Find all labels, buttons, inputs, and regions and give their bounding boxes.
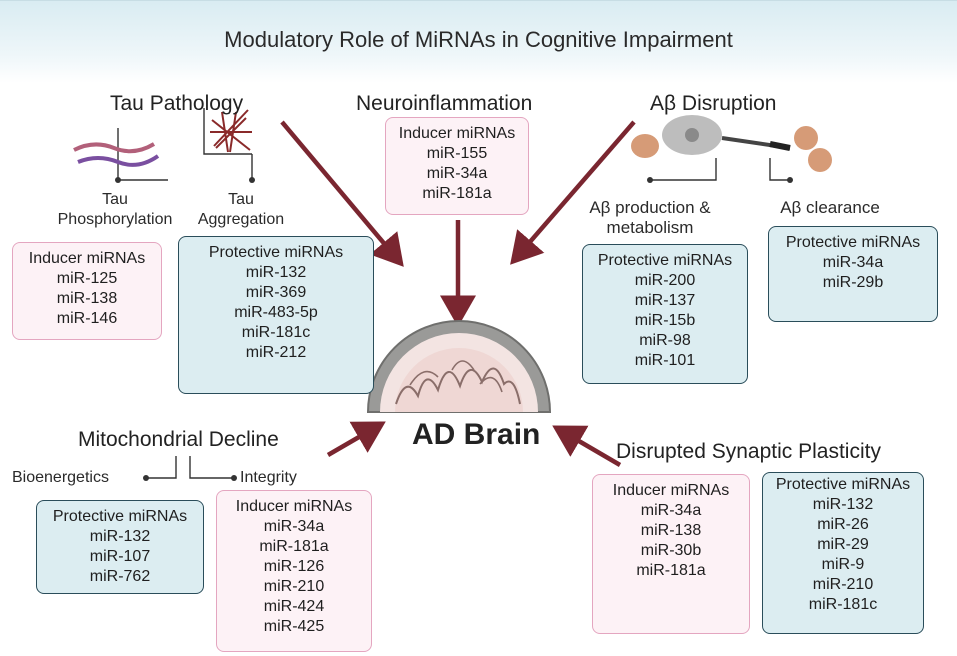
mirna-item: miR-98 xyxy=(639,332,691,349)
mirna-item: miR-424 xyxy=(263,598,325,615)
mito-protective-box: Protective miRNAs miR-132 miR-107 miR-76… xyxy=(36,500,204,594)
arrow-tau xyxy=(280,120,404,267)
mirna-item: miR-29b xyxy=(822,274,884,291)
mirna-item: miR-125 xyxy=(56,270,118,287)
mirna-item: miR-483-5p xyxy=(234,304,318,321)
mitochondrial-decline-title: Mitochondrial Decline xyxy=(78,428,279,451)
abeta-neuron-illustration xyxy=(631,115,832,183)
tau-phosphorylation-illustration xyxy=(73,128,168,183)
mirna-item: miR-30b xyxy=(640,542,702,559)
box-heading: Protective miRNAs xyxy=(785,234,921,251)
box-heading: Protective miRNAs xyxy=(775,476,911,493)
mirna-item: miR-34a xyxy=(263,518,325,535)
diagram-title: Modulatory Role of MiRNAs in Cognitive I… xyxy=(224,27,733,52)
title-banner xyxy=(0,0,957,83)
box-heading: Protective miRNAs xyxy=(52,508,188,525)
bioenergetics-label: Bioenergetics xyxy=(12,469,109,486)
mirna-item: miR-212 xyxy=(245,344,307,361)
mirna-item: miR-126 xyxy=(263,558,325,575)
tau-aggregation-label: Tau Aggregation xyxy=(186,190,296,230)
synaptic-inducer-box: Inducer miRNAs miR-34a miR-138 miR-30b m… xyxy=(592,474,750,634)
neuroinflammation-title: Neuroinflammation xyxy=(356,92,533,115)
mirna-item: miR-138 xyxy=(56,290,118,307)
box-heading: Inducer miRNAs xyxy=(28,250,146,267)
integrity-label: Integrity xyxy=(240,469,297,486)
mirna-item: miR-210 xyxy=(263,578,325,595)
mirna-item: miR-181a xyxy=(636,562,706,579)
mirna-item: miR-34a xyxy=(426,165,488,182)
arrow-synaptic xyxy=(552,425,622,467)
mirna-item: miR-26 xyxy=(817,516,869,533)
box-heading: Inducer miRNAs xyxy=(235,498,353,515)
mirna-item: miR-132 xyxy=(245,264,307,281)
mirna-item: miR-107 xyxy=(89,548,151,565)
mirna-item: miR-155 xyxy=(426,145,488,162)
mirna-item: miR-181a xyxy=(259,538,329,555)
mito-connectors xyxy=(143,456,237,481)
mirna-item: miR-181c xyxy=(808,596,878,613)
box-heading: Inducer miRNAs xyxy=(398,125,516,142)
mirna-item: miR-132 xyxy=(89,528,151,545)
mirna-item: miR-101 xyxy=(634,352,696,369)
mirna-item: miR-146 xyxy=(56,310,118,327)
mirna-item: miR-34a xyxy=(822,254,884,271)
synaptic-plasticity-title: Disrupted Synaptic Plasticity xyxy=(616,440,881,463)
mirna-item: miR-34a xyxy=(640,502,702,519)
abeta-clearance-box: Protective miRNAs miR-34a miR-29b xyxy=(768,226,938,322)
tau-protective-box: Protective miRNAs miR-132 miR-369 miR-48… xyxy=(178,236,374,394)
mirna-item: miR-9 xyxy=(821,556,865,573)
mirna-item: miR-181a xyxy=(422,185,492,202)
mirna-item: miR-762 xyxy=(89,568,151,585)
tau-aggregation-text: Tau Aggregation xyxy=(197,191,285,228)
mirna-item: miR-29 xyxy=(817,536,869,553)
tau-pathology-title: Tau Pathology xyxy=(110,92,244,115)
ad-brain-label: AD Brain xyxy=(412,418,541,451)
mirna-item: miR-200 xyxy=(634,272,696,289)
mirna-item: miR-137 xyxy=(634,292,696,309)
neuro-inducer-box: Inducer miRNAs miR-155 miR-34a miR-181a xyxy=(385,117,529,215)
mirna-item: miR-132 xyxy=(812,496,874,513)
tau-phosphorylation-text: Tau Phosphorylation xyxy=(57,191,173,228)
abeta-production-text: Aβ production & metabolism xyxy=(589,198,711,237)
abeta-disruption-title: Aβ Disruption xyxy=(650,92,777,115)
abeta-clearance-label: Aβ clearance xyxy=(780,198,880,217)
box-heading: Protective miRNAs xyxy=(208,244,344,261)
mirna-item: miR-210 xyxy=(812,576,874,593)
mirna-item: miR-138 xyxy=(640,522,702,539)
arrow-mito xyxy=(326,421,386,457)
arrow-abeta xyxy=(510,120,636,265)
box-heading: Protective miRNAs xyxy=(597,252,733,269)
mirna-item: miR-181c xyxy=(241,324,311,341)
brain-illustration xyxy=(366,320,552,413)
abeta-production-label: Aβ production & metabolism xyxy=(570,198,730,238)
mirna-item: miR-15b xyxy=(634,312,696,329)
abeta-production-box: Protective miRNAs miR-200 miR-137 miR-15… xyxy=(582,244,748,384)
tau-aggregation-illustration xyxy=(203,108,255,183)
mirna-item: miR-369 xyxy=(245,284,307,301)
mito-inducer-box: Inducer miRNAs miR-34a miR-181a miR-126 … xyxy=(216,490,372,652)
synaptic-protective-box: Protective miRNAs miR-132 miR-26 miR-29 … xyxy=(762,472,924,634)
tau-phosphorylation-label: Tau Phosphorylation xyxy=(50,190,180,230)
box-heading: Inducer miRNAs xyxy=(612,482,730,499)
mirna-item: miR-425 xyxy=(263,618,325,635)
tau-inducer-box: Inducer miRNAs miR-125 miR-138 miR-146 xyxy=(12,242,162,340)
